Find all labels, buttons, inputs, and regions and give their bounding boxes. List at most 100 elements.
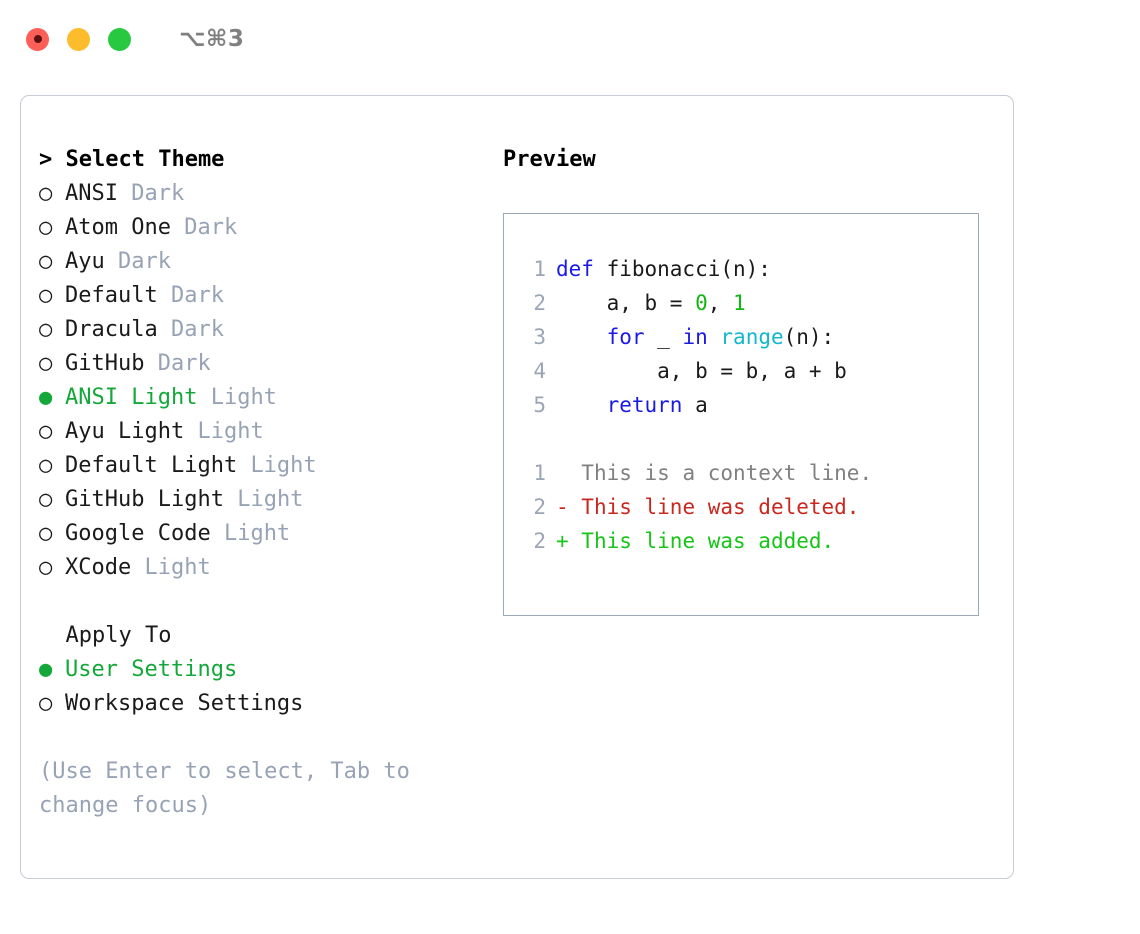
code-token: , (707, 291, 734, 315)
line-number: 2 (533, 495, 546, 519)
code-token: 1 (733, 291, 746, 315)
code-token: 0 (695, 291, 708, 315)
apply-to-label: User Settings (65, 657, 238, 682)
keyboard-hint: (Use Enter to select, Tab to change focu… (39, 759, 410, 818)
maximize-button[interactable] (108, 27, 131, 51)
radio-selected-icon: ● (39, 385, 53, 410)
theme-option-dracula[interactable]: ○ Dracula Dark (39, 313, 486, 347)
radio-unselected-icon: ○ (39, 691, 53, 716)
apply-to-list: ● User Settings ○Workspace Settings (39, 653, 486, 721)
radio-unselected-icon: ○ (39, 555, 53, 580)
radio-unselected-icon: ○ (39, 351, 53, 376)
preview-heading: Preview (503, 147, 596, 172)
theme-list: ○ANSI Dark○Atom One Dark○Ayu Dark○Defaul… (39, 177, 486, 585)
theme-name: XCode (65, 555, 132, 580)
theme-variant-badge: Dark (157, 351, 211, 376)
code-line: 5 return a (518, 388, 978, 422)
code-line: 2 a, b = 0, 1 (518, 286, 978, 320)
theme-name: Default Light (65, 453, 238, 478)
theme-variant-badge: Dark (118, 249, 171, 274)
theme-name: GitHub Light (65, 487, 224, 512)
diff-sample: 1 This is a context line.2- This line wa… (518, 456, 978, 558)
select-theme-heading: > Select Theme (39, 147, 225, 172)
code-token: in (682, 325, 708, 349)
theme-variant-badge: Light (197, 419, 264, 444)
close-button[interactable] (26, 27, 49, 51)
code-token: range (720, 325, 784, 349)
radio-unselected-icon: ○ (39, 453, 53, 478)
diff-text: This line was added. (568, 529, 835, 553)
apply-to-heading-text: Apply To (65, 623, 172, 648)
code-token: return (606, 393, 683, 417)
theme-option-default[interactable]: ○Default Dark (39, 279, 486, 313)
diff-line-add: 2 + This line was added. (518, 524, 978, 558)
theme-selection-pane: > Select Theme ○ANSI Dark○Atom One Dark○… (21, 143, 486, 878)
theme-variant-badge: Light (144, 555, 211, 580)
theme-option-xcode[interactable]: ○ XCode Light (39, 551, 486, 585)
theme-option-ayu-light[interactable]: ○Ayu Light Light (39, 415, 486, 449)
theme-option-default-light[interactable]: ○ Default Light Light (39, 449, 486, 483)
theme-name: Google Code (65, 521, 211, 546)
theme-option-ayu[interactable]: ○ Ayu Dark (39, 245, 486, 279)
radio-unselected-icon: ○ (39, 317, 53, 342)
radio-unselected-icon: ○ (39, 521, 53, 546)
theme-variant-badge: Dark (170, 317, 224, 342)
line-number: 3 (533, 325, 546, 349)
keyboard-shortcut-label: ⌥⌘3 (179, 26, 245, 52)
diff-marker: - (556, 495, 569, 519)
code-line: 4 a, b = b, a + b (518, 354, 978, 388)
diff-text: This is a context line. (568, 461, 873, 485)
theme-variant-badge: Light (250, 453, 317, 478)
code-token: a (682, 393, 708, 417)
apply-to-heading: Apply To (39, 619, 486, 653)
diff-line-del: 2- This line was deleted. (518, 490, 978, 524)
code-token (556, 325, 607, 349)
line-number: 2 (533, 529, 546, 553)
radio-unselected-icon: ○ (39, 215, 53, 240)
apply-to-option-user-settings[interactable]: ● User Settings (39, 653, 486, 687)
theme-variant-badge: Dark (131, 181, 185, 206)
code-token (708, 325, 721, 349)
theme-option-ansi[interactable]: ○ ANSI Dark (39, 177, 486, 211)
radio-unselected-icon: ○ (39, 419, 53, 444)
minimize-button[interactable] (67, 27, 90, 51)
theme-name: ANSI (65, 181, 118, 206)
theme-variant-badge: Light (223, 521, 291, 546)
theme-variant-badge: Dark (184, 215, 238, 240)
theme-name: Dracula (65, 317, 158, 342)
theme-picker-window: > Select Theme ○ANSI Dark○Atom One Dark○… (20, 95, 1014, 879)
theme-option-ansi-light[interactable]: ●ANSI Light Light (39, 381, 486, 415)
radio-unselected-icon: ○ (39, 487, 53, 512)
theme-option-google-code[interactable]: ○ Google Code Light (39, 517, 486, 551)
radio-selected-icon: ● (39, 657, 53, 682)
theme-variant-badge: Light (237, 487, 304, 512)
code-token: a, b = b, a + b (556, 359, 847, 383)
line-number: 2 (533, 291, 546, 315)
theme-option-github-light[interactable]: ○ GitHub Light Light (39, 483, 486, 517)
diff-line-ctx: 1 This is a context line. (518, 456, 978, 490)
line-number: 4 (533, 359, 546, 383)
radio-unselected-icon: ○ (39, 249, 53, 274)
radio-unselected-icon: ○ (39, 181, 53, 206)
diff-marker: + (556, 529, 569, 553)
line-number: 1 (533, 257, 546, 281)
code-token: a, b = (556, 291, 696, 315)
code-token (556, 393, 607, 417)
theme-option-atom-one[interactable]: ○Atom One Dark (39, 211, 486, 245)
code-line: 3 for _ in range(n): (518, 320, 978, 354)
apply-to-option-workspace-settings[interactable]: ○Workspace Settings (39, 687, 486, 721)
code-token: (n): (783, 325, 835, 349)
diff-text: This line was deleted. (568, 495, 860, 519)
theme-name: Ayu (65, 249, 105, 274)
code-token: for (606, 325, 645, 349)
titlebar: ⌥⌘3 (0, 0, 1140, 78)
line-number: 5 (533, 393, 546, 417)
window-controls (26, 27, 131, 51)
code-token: _ (644, 325, 683, 349)
theme-option-github[interactable]: ○GitHub Dark (39, 347, 486, 381)
diff-marker (556, 461, 569, 485)
